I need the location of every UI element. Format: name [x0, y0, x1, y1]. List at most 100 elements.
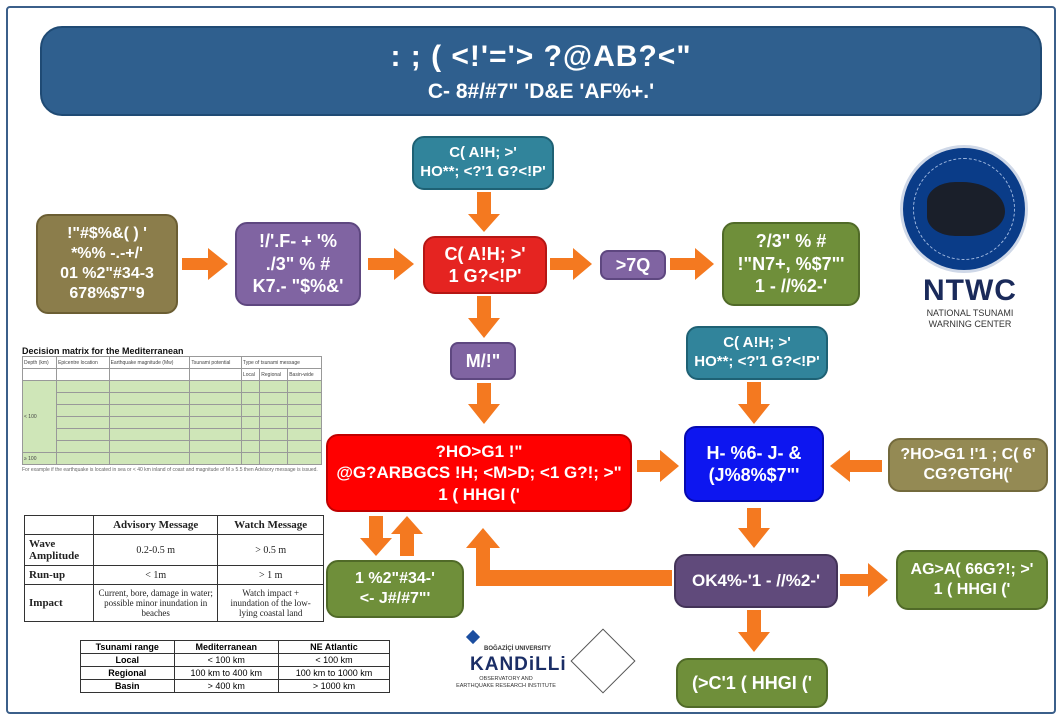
input-right-line2: HO**; <?'1 G?<!P': [694, 353, 820, 370]
arrow-monitor-to-reeval: [738, 508, 770, 548]
matrix-header-potential: Tsunami potential: [189, 356, 242, 369]
kandilli-seal-icon: [570, 628, 636, 694]
matrix-cell: [189, 452, 242, 465]
matrix-cell: [259, 428, 289, 441]
range-row-label: Regional: [80, 666, 175, 680]
range-cell: 100 km to 1000 km: [277, 666, 391, 680]
range-cell: < 100 km: [173, 653, 279, 667]
matrix-cell: [21, 368, 58, 381]
matrix-cell: [240, 428, 261, 441]
yes-label: M/!": [465, 350, 501, 371]
matrix-cell: [56, 452, 110, 465]
arrow-input-to-monitor: [738, 382, 770, 424]
matrix-header-local: Local: [240, 368, 261, 381]
monitor-line1: H- %6- J- &: [706, 442, 802, 463]
monitor-box: H- %6- J- & (J%8%$7"': [684, 426, 824, 502]
source-line3: 01 %2"#34-3: [60, 265, 154, 282]
source-line2: *%% -.-+/': [71, 245, 143, 262]
advisory-row-label: Impact: [23, 584, 95, 622]
external-box: ?HO>G1 !'1 ; C( 6' CG?GTGH(': [888, 438, 1048, 492]
matrix-cell: [287, 428, 322, 441]
analysis-line2: ./3" % #: [265, 253, 331, 274]
matrix-header-depth: Depth (km): [21, 356, 58, 369]
analysis-box: !/'.F- + '% ./3" % # K7.- "$%&': [235, 222, 361, 306]
advisory-header-watch: Watch Message: [217, 515, 324, 535]
matrix-cell: [56, 392, 110, 405]
arrow-reeval-loop: [466, 528, 672, 586]
advisory-row-label: Run-up: [23, 565, 95, 585]
matrix-cell: [240, 440, 261, 453]
end-msg-line1: AG>A( 66G?!; >': [910, 561, 1034, 578]
kandilli-logo: BOĞAZİÇİ UNIVERSITY KANDiLLi OBSERVATORY…: [440, 628, 650, 694]
analysis-line3: K7.- "$%&': [252, 276, 344, 297]
page-frame: [6, 6, 1056, 714]
arrow-reeval-to-end: [840, 563, 888, 597]
input-box-top: C( A!H; >' HO**; <?'1 G?<!P': [412, 136, 554, 190]
kandilli-name: KANDiLLi: [470, 654, 567, 675]
matrix-cell: [189, 380, 242, 393]
decision-box: C( A!H; >' 1 G?<!P': [423, 236, 547, 294]
matrix-cell: [259, 392, 289, 405]
no-threat-box: ?/3" % # !"N7+, %$7"' 1 - //%2-': [722, 222, 860, 306]
matrix-table: Depth (km) Epicentre location Earthquake…: [21, 356, 323, 465]
reevaluate-box: OK4%-'1 - //%2-': [674, 554, 838, 608]
matrix-cell: [189, 392, 242, 405]
matrix-cell: [108, 392, 191, 405]
arrow-reeval-to-cancel: [738, 610, 770, 652]
source-line1: !"#$%&( ) ': [67, 225, 147, 242]
matrix-cell: [259, 380, 289, 393]
matrix-header-location: Epicentre location: [56, 356, 110, 369]
advisory-header-advisory: Advisory Message: [93, 515, 219, 535]
header-subtitle: C- 8#/#7" 'D&E 'AF%+.': [427, 80, 655, 103]
matrix-cell: [56, 440, 110, 453]
matrix-cell: [56, 428, 110, 441]
monitor-line2: (J%8%$7"': [708, 465, 800, 485]
no-threat-line1: ?/3" % #: [755, 231, 827, 252]
input-top-line1: C( A!H; >': [449, 144, 517, 162]
matrix-depth-2: ≥ 100: [21, 452, 58, 465]
matrix-cell: [240, 404, 261, 417]
matrix-cell: [240, 380, 261, 393]
watch-cell: Watch impact + inundation of the low-lyi…: [217, 584, 324, 622]
no-threat-line3: 1 - //%2-': [754, 276, 828, 297]
advisory-row-label: Wave Amplitude: [23, 534, 95, 566]
matrix-cell: [287, 380, 322, 393]
kandilli-diamond-icon: [465, 629, 481, 645]
arrow-no-to-nothreat: [670, 248, 714, 280]
range-header: Mediterranean: [173, 640, 279, 654]
yes-label-box: M/!": [450, 342, 516, 380]
range-header: NE Atlantic: [277, 640, 391, 654]
decision-matrix: Decision matrix for the Mediterranean De…: [21, 346, 323, 494]
range-cell: < 100 km: [277, 653, 391, 667]
arrow-mainmsg-to-monitor: [637, 450, 679, 482]
matrix-cell: [259, 416, 289, 429]
logo-ring: [913, 158, 1015, 260]
main-msg-line3: 1 ( HHGI (': [438, 484, 520, 504]
ntwc-full-line2: WARNING CENTER: [928, 318, 1012, 329]
header-title: : ; ( <!'='> ?@AB?<": [390, 40, 692, 73]
ntwc-name: NTWC: [923, 274, 1017, 307]
matrix-cell: [259, 440, 289, 453]
matrix-cell: [240, 416, 261, 429]
matrix-title: Decision matrix for the Mediterranean: [22, 346, 184, 356]
matrix-cell: [108, 440, 191, 453]
ntwc-wordmark: NTWC NATIONAL TSUNAMI WARNING CENTER: [914, 274, 1026, 330]
main-msg-line1: ?HO>G1 !": [435, 442, 523, 462]
local-update-box: 1 %2"#34-' <- J#/#7"': [326, 560, 464, 618]
decision-line2: 1 G?<!P': [448, 266, 522, 286]
advisory-cell: < 1m: [93, 565, 219, 585]
matrix-cell: [108, 452, 191, 465]
watch-cell: > 0.5 m: [217, 534, 324, 566]
local-update-line1: 1 %2"#34-': [355, 570, 435, 587]
external-line1: ?HO>G1 !'1 ; C( 6': [900, 446, 1036, 463]
external-line2: CG?GTGH(': [923, 466, 1013, 483]
cancel-box: (>C'1 ( HHGI (': [676, 658, 828, 708]
matrix-cell: [240, 452, 261, 465]
matrix-cell: [240, 392, 261, 405]
range-cell: > 1000 km: [277, 679, 391, 693]
watch-cell: > 1 m: [217, 565, 324, 585]
header-banner: : ; ( <!'='> ?@AB?<" C- 8#/#7" 'D&E 'AF%…: [40, 26, 1042, 116]
arrow-source-to-analysis: [182, 248, 228, 280]
matrix-cell: [287, 416, 322, 429]
matrix-cell: [189, 440, 242, 453]
